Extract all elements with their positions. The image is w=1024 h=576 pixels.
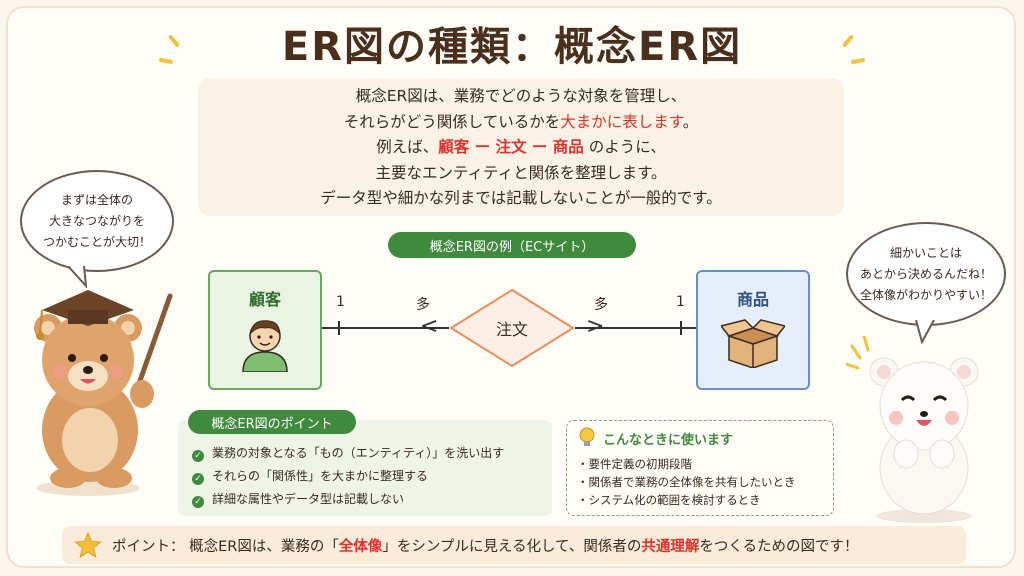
example-label: 概念ER図の例（ECサイト） [388, 232, 636, 258]
cardinality-left-one: 1 [336, 294, 345, 310]
white-bear-illustration [846, 336, 979, 523]
points-list: ✓業務の対象となる「もの（エンティティ）」を洗い出す ✓それらの「関係性」を大ま… [192, 442, 504, 511]
intro-line-3: 例えば、顧客 ー 注文 ー 商品 のように、 [376, 138, 666, 156]
speech-bubble-right: 細かいことは あとから決めるんだね！ 全体像がわかりやすい！ [846, 222, 1006, 326]
entity-customer-label: 顧客 [248, 290, 281, 309]
check-icon: ✓ [192, 450, 204, 462]
intro-box: 概念ER図は、業務でどのような対象を管理し、 それらがどう関係しているかを大まか… [198, 78, 844, 216]
product-box-icon [719, 319, 787, 369]
intro-line-1: 概念ER図は、業務でどのような対象を管理し、 [355, 87, 687, 105]
cardinality-right-one: 1 [676, 294, 685, 310]
points-item: ✓詳細な属性やデータ型は記載しない [192, 488, 504, 511]
footer-text: ポイント： 概念ER図は、業務の「全体像」をシンプルに見える化して、関係者の共通… [112, 538, 859, 555]
speech-bubble-left: まずは全体の 大きなつながりを つかむことが大切！ [20, 170, 174, 272]
entity-customer: 顧客 [208, 270, 322, 390]
customer-person-icon [242, 320, 288, 373]
entity-product-label: 商品 [736, 290, 769, 309]
check-icon: ✓ [192, 473, 204, 485]
cardinality-one-right-mark [680, 321, 682, 335]
cardinality-one-left-mark [338, 321, 340, 335]
cardinality-right-many: 多 [594, 297, 608, 313]
speech-bubble-right-tail [915, 320, 935, 344]
points-header: 概念ER図のポイント [188, 410, 356, 434]
relationship-diamond [449, 288, 575, 368]
intro-line-2: それらがどう関係しているかを大まかに表します。 [343, 112, 699, 131]
points-item: ✓業務の対象となる「もの（エンティティ）」を洗い出す [192, 442, 504, 465]
connector-right [575, 327, 696, 329]
connector-left [322, 327, 449, 329]
check-icon: ✓ [192, 496, 204, 508]
intro-line-5: データ型や細かな列までは記載しないことが一般的です。 [320, 189, 722, 207]
lightbulb-icon [579, 427, 595, 446]
when-list: ・要件定義の初期段階 ・関係者で業務の全体像を共有したいとき ・システム化の範囲… [577, 455, 796, 509]
when-item: ・要件定義の初期段階 [577, 457, 692, 471]
when-title: こんなときに使います [603, 433, 734, 448]
entity-product: 商品 [696, 270, 810, 390]
teacher-bear-illustration [34, 290, 173, 496]
crows-foot-left-icon: < [420, 314, 439, 339]
star-icon [74, 531, 102, 559]
footer-banner: ポイント： 概念ER図は、業務の「全体像」をシンプルに見える化して、関係者の共通… [62, 526, 966, 564]
relationship-label: 注文 [495, 320, 528, 339]
page-title: ER図の種類：概念ER図 [281, 24, 743, 70]
cardinality-left-many: 多 [416, 297, 430, 313]
points-box: ✓業務の対象となる「もの（エンティティ）」を洗い出す ✓それらの「関係性」を大ま… [178, 420, 552, 516]
when-item: ・システム化の範囲を検討するとき [577, 493, 761, 507]
when-item: ・関係者で業務の全体像を共有したいとき [577, 475, 796, 489]
points-item: ✓それらの「関係性」を大まかに整理する [192, 465, 504, 488]
when-box: こんなときに使います ・要件定義の初期段階 ・関係者で業務の全体像を共有したいと… [566, 420, 834, 516]
speech-bubble-left-tail [67, 266, 88, 288]
intro-line-4: 主要なエンティティと関係を整理します。 [375, 163, 667, 182]
crows-foot-right-icon: > [586, 314, 605, 339]
